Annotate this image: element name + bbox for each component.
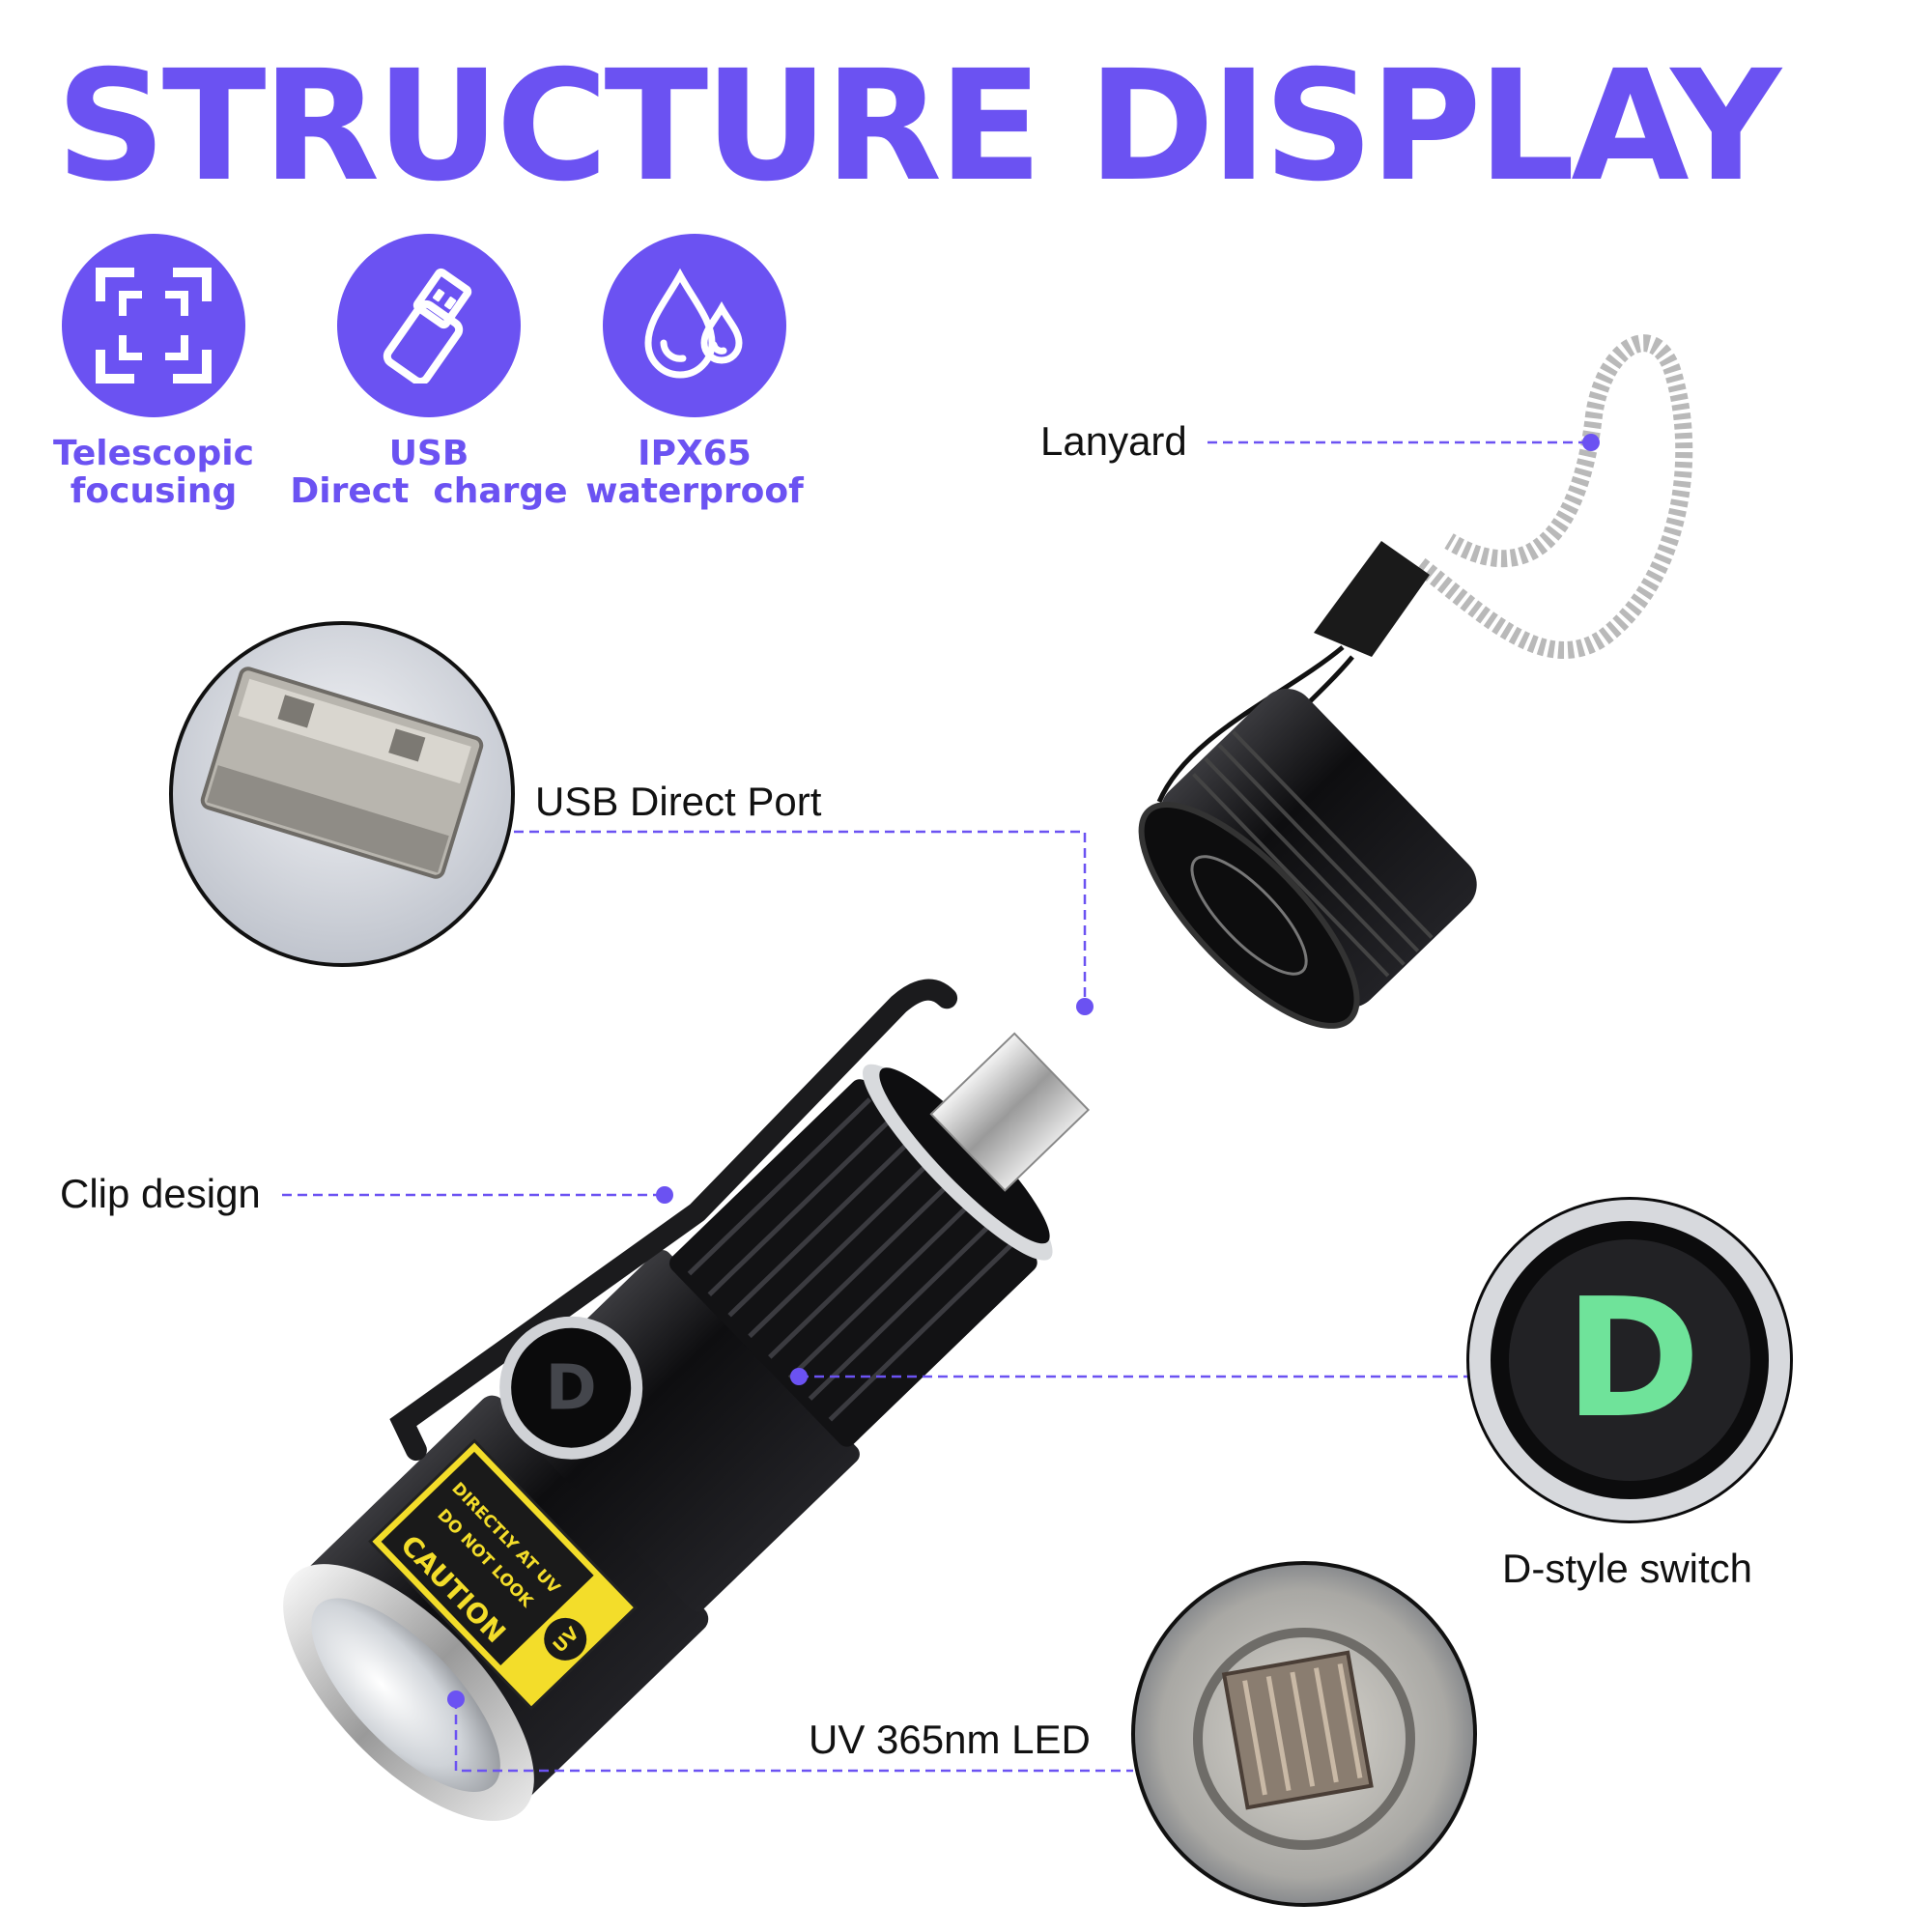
- side-switch: D: [499, 1316, 643, 1460]
- telescopic-focus-icon: [62, 234, 245, 417]
- feature-label-line1: USB: [388, 434, 469, 473]
- page-title: STRUCTURE DISPLAY: [56, 38, 1781, 215]
- leader-lines: [282, 440, 1591, 1773]
- usb-plug: [929, 1032, 1091, 1192]
- usb-drive-icon: [337, 234, 521, 417]
- feature-usb-direct-charge: USB Direct charge: [284, 234, 574, 510]
- tail-cap: [1138, 689, 1477, 1029]
- switch-letter-large: D: [1564, 1264, 1700, 1455]
- feature-label-line2: focusing: [70, 471, 238, 511]
- feature-telescopic-focusing: Telescopic focusing: [9, 234, 298, 510]
- callout-usb-port: USB Direct Port: [535, 779, 822, 824]
- callout-lanyard: Lanyard: [1040, 418, 1187, 464]
- feature-label-line2: waterproof: [585, 471, 804, 511]
- switch-closeup: D: [1466, 1197, 1793, 1523]
- feature-label-line2: Direct charge: [290, 471, 568, 511]
- flashlight-body: D CAUTION DO NOT LOOK DIRECTLY AT UV UV: [283, 979, 1091, 1821]
- feature-label-line1: Telescopic: [53, 434, 254, 473]
- callout-clip: Clip design: [60, 1171, 261, 1216]
- lens-icon: [311, 1598, 500, 1793]
- callout-dots: [447, 434, 1600, 1708]
- usb-port-closeup: [169, 621, 515, 967]
- water-drops-icon: [603, 234, 786, 417]
- switch-letter-small: D: [546, 1353, 597, 1425]
- feature-ipx65-waterproof: IPX65 waterproof: [550, 234, 839, 510]
- led-closeup: [1131, 1561, 1477, 1907]
- feature-label-line1: IPX65: [638, 434, 752, 473]
- callout-switch: D-style switch: [1502, 1546, 1753, 1591]
- pocket-clip: [389, 979, 958, 1462]
- callout-led: UV 365nm LED: [809, 1717, 1091, 1762]
